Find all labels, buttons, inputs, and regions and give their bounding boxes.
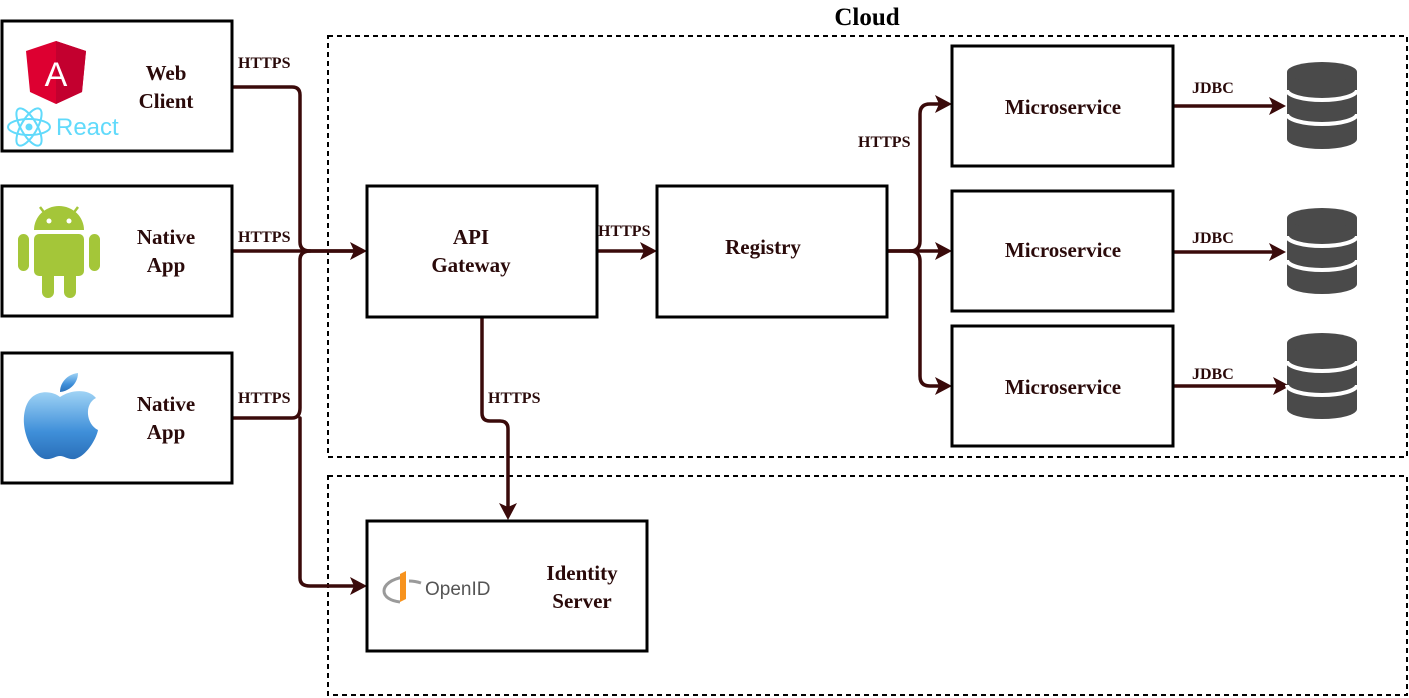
openid-icon: OpenID: [382, 571, 490, 604]
db1-arrowhead: [1269, 97, 1286, 115]
microservice-node-2: Microservice: [950, 189, 1175, 313]
react-wordmark: React: [56, 114, 119, 141]
ios-app-label-line2: App: [147, 420, 186, 444]
android-icon: [18, 206, 100, 298]
ios-app-label-line1: Native: [137, 392, 195, 416]
react-icon: React: [7, 107, 119, 147]
ios-https-label: HTTPS: [238, 390, 291, 407]
android-https-label: HTTPS: [238, 229, 291, 246]
database-icon-3: [1285, 333, 1359, 419]
registry-ms-https-label: HTTPS: [858, 134, 911, 151]
ios-app-node: Native App: [0, 351, 234, 485]
microservice-label: Microservice: [1005, 95, 1121, 119]
android-app-node: Native App: [0, 184, 234, 318]
microservice-node-3: Microservice: [950, 324, 1175, 448]
registry-node: Registry: [655, 184, 889, 319]
microservice-node-1: Microservice: [950, 44, 1175, 168]
identity-server-label-line1: Identity: [546, 561, 618, 585]
ios-to-gateway-connector: [230, 249, 312, 420]
db2-arrowhead: [1269, 243, 1286, 261]
microservice-label: Microservice: [1005, 375, 1121, 399]
android-app-label-line1: Native: [137, 225, 195, 249]
ios-to-identity-connector: [298, 416, 358, 588]
api-gateway-node: API Gateway: [365, 184, 599, 319]
microservice-label: Microservice: [1005, 238, 1121, 262]
cloud-zone: [327, 35, 1408, 458]
web-client-node: A React Web Client: [0, 19, 234, 153]
gateway-registry-https-label: HTTPS: [598, 223, 651, 240]
web-to-gateway-connector: [230, 85, 358, 253]
registry-arrowhead: [640, 242, 657, 260]
web-https-label: HTTPS: [238, 55, 291, 72]
identity-top-arrowhead: [499, 503, 517, 520]
api-gateway-label-line1: API: [453, 225, 489, 249]
database-icon-2: [1285, 208, 1359, 294]
gateway-arrowhead: [350, 242, 367, 260]
db3-arrowhead: [1273, 377, 1290, 395]
jdbc-label-1: JDBC: [1192, 80, 1234, 97]
web-client-label-line2: Client: [139, 89, 194, 113]
android-app-label-line2: App: [147, 253, 186, 277]
jdbc-label-2: JDBC: [1192, 230, 1234, 247]
ms3-arrowhead: [935, 377, 952, 395]
database-icon-1: [1285, 62, 1359, 149]
identity-server-node: OpenID Identity Server: [365, 519, 649, 653]
apple-icon: [23, 373, 99, 460]
identity-arrowhead: [350, 577, 367, 595]
registry-to-ms3-connector: [908, 249, 942, 388]
api-gateway-label-line2: Gateway: [431, 253, 511, 277]
registry-label: Registry: [725, 235, 801, 259]
web-client-label-line1: Web: [146, 61, 187, 85]
gateway-to-identity-connector: [480, 315, 510, 510]
angular-letter: A: [45, 56, 68, 94]
gateway-identity-https-label: HTTPS: [488, 390, 541, 407]
identity-server-label-line2: Server: [552, 589, 611, 613]
ms2-arrowhead: [935, 242, 952, 260]
registry-to-ms1-connector: [885, 102, 942, 253]
cloud-title: Cloud: [834, 4, 899, 31]
openid-wordmark: OpenID: [425, 579, 490, 600]
jdbc-label-3: JDBC: [1192, 366, 1234, 383]
ms1-arrowhead: [935, 95, 952, 113]
angular-icon: A: [26, 41, 86, 104]
